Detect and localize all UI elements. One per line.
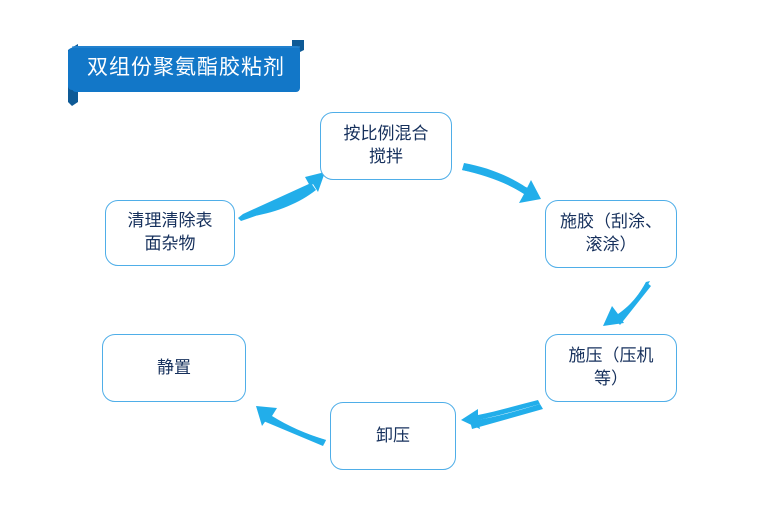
process-node-release[interactable]: 卸压 [330,402,456,470]
title-banner: 双组份聚氨酯胶粘剂 [64,38,308,108]
process-node-glue[interactable]: 施胶（刮涂、 滚涂） [545,200,677,268]
arrow-release-to-rest [256,406,326,446]
arrow-press-to-release [461,400,543,429]
process-node-clean-label: 清理清除表 面杂物 [127,211,213,254]
arrow-clean-to-mix [238,172,325,221]
process-node-press-label: 施压（压机 等） [568,346,654,389]
process-node-rest[interactable]: 静置 [102,334,246,402]
arrow-mix-to-glue [462,163,541,203]
ribbon-shape-icon [68,40,304,106]
title-banner-text: 双组份聚氨酯胶粘剂 [87,55,285,80]
process-node-mix[interactable]: 按比例混合 搅拌 [320,112,452,180]
process-node-rest-label: 静置 [157,357,191,378]
process-node-mix-label: 按比例混合 搅拌 [343,124,429,167]
process-node-glue-label: 施胶（刮涂、 滚涂） [560,212,662,255]
process-node-clean[interactable]: 清理清除表 面杂物 [105,200,235,266]
arrow-glue-to-press [603,281,651,326]
process-node-press[interactable]: 施压（压机 等） [545,334,677,402]
process-node-release-label: 卸压 [376,425,410,446]
